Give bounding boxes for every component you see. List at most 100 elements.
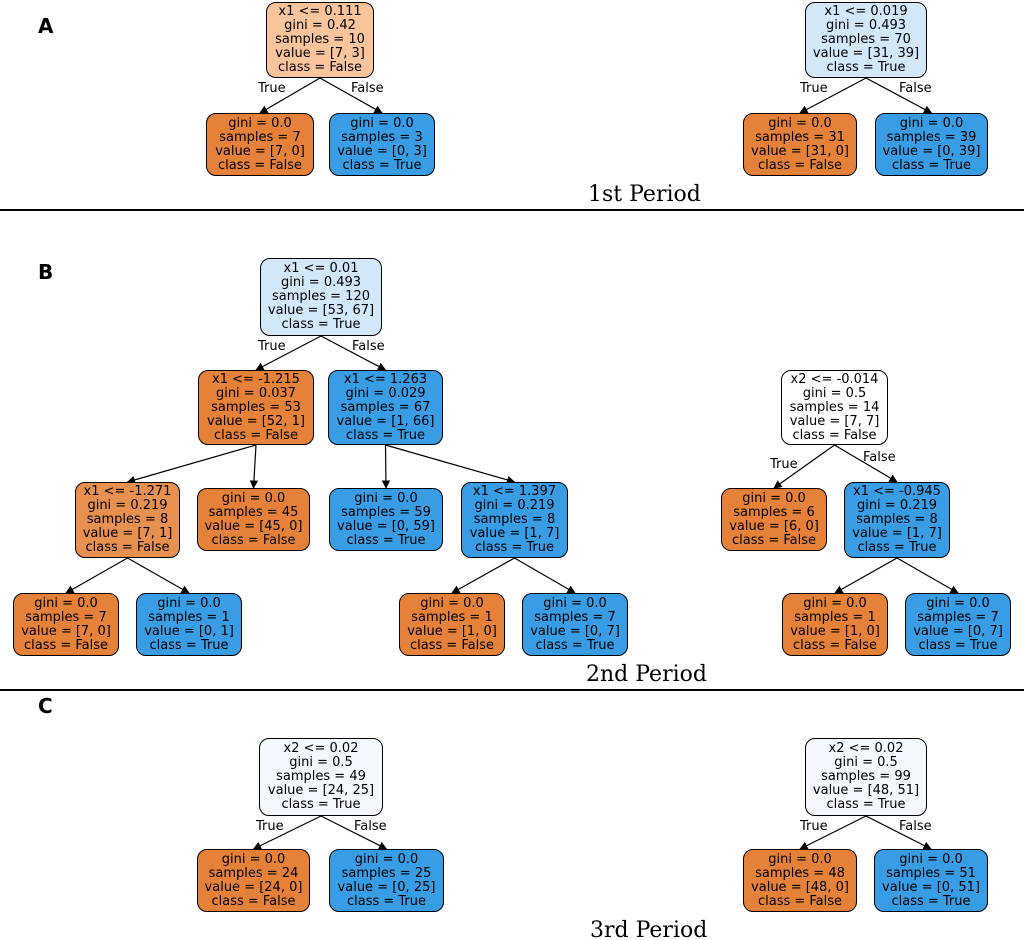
node-line: gini = 0.0 <box>543 595 607 611</box>
node-line: class = False <box>277 60 363 75</box>
node-line: value = [52, 1] <box>207 413 305 429</box>
node-line: gini = 0.5 <box>834 755 898 770</box>
node-line: class = True <box>826 797 906 812</box>
node-line: gini = 0.0 <box>354 851 419 867</box>
node-line: samples = 49 <box>276 769 366 784</box>
node-line: value = [0, 59] <box>337 518 435 534</box>
edge-a2-root-to-left <box>799 77 867 114</box>
node-line: samples = 67 <box>340 399 431 415</box>
node-line: x1 <= 1.397 <box>472 484 557 499</box>
node-line: gini = 0.0 <box>420 595 484 611</box>
node-line: value = [31, 0] <box>751 143 849 159</box>
edge-b1-r-to-rl <box>381 444 391 489</box>
node-line: samples = 99 <box>821 769 911 784</box>
node-line: value = [1, 7] <box>469 526 560 541</box>
node-line: samples = 1 <box>794 609 876 625</box>
node-line: gini = 0.0 <box>228 115 292 131</box>
node-line: samples = 31 <box>755 129 845 145</box>
edge-b1-ll-to-lll <box>65 557 128 594</box>
node-line: gini = 0.0 <box>768 115 832 131</box>
node-line: x1 <= 0.111 <box>278 4 362 19</box>
node-line: value = [0, 51] <box>882 879 980 895</box>
node-line: gini = 0.493 <box>280 275 362 290</box>
node-line: samples = 3 <box>341 129 423 145</box>
node-line: samples = 1 <box>148 609 230 625</box>
edge-label-true: True <box>770 457 798 472</box>
node-line: x1 <= 0.019 <box>824 4 908 19</box>
node-line: gini = 0.0 <box>768 851 832 867</box>
node-line: value = [7, 0] <box>21 623 111 639</box>
edge-b1-ll-to-llr <box>127 557 190 594</box>
node-line: gini = 0.0 <box>157 595 221 611</box>
edge-b1-l-to-ll <box>126 444 257 484</box>
edge-label-false: False <box>351 81 384 96</box>
node-line: value = [1, 0] <box>407 623 497 639</box>
node-line: class = False <box>409 637 495 653</box>
edge-b2-right-to-rl <box>834 557 898 594</box>
node-line: gini = 0.42 <box>284 18 356 33</box>
node-line: class = True <box>149 637 229 653</box>
node-line: class = True <box>346 532 426 548</box>
edge-b1-l-to-lr <box>249 444 259 489</box>
node-line: samples = 45 <box>208 504 299 520</box>
node-line: class = True <box>346 893 427 909</box>
edge-label-false: False <box>899 819 932 834</box>
node-line: x1 <= 1.263 <box>343 371 428 387</box>
node-line: samples = 51 <box>886 865 976 881</box>
node-line: samples = 59 <box>341 504 431 520</box>
node-line: class = False <box>211 532 296 548</box>
node-line: class = True <box>535 637 615 653</box>
edge-label-false: False <box>352 339 385 354</box>
node-line: class = True <box>891 893 971 909</box>
node-line: x2 <= 0.02 <box>828 741 904 756</box>
node-line: class = False <box>23 637 109 653</box>
node-line: value = [24, 25] <box>267 783 375 798</box>
node-line: class = False <box>211 893 296 909</box>
node-line: samples = 8 <box>86 512 169 527</box>
node-line: value = [31, 39] <box>812 46 920 61</box>
node-line: value = [1, 0] <box>790 623 880 639</box>
node-line: value = [1, 66] <box>336 413 435 429</box>
node-line: class = False <box>731 532 817 548</box>
period-label-2: 2nd Period <box>586 662 707 687</box>
node-line: value = [0, 25] <box>337 879 436 895</box>
edge-label-false: False <box>899 81 932 96</box>
edge-b1-r-to-rr <box>385 444 516 484</box>
node-line: samples = 14 <box>789 399 880 415</box>
node-line: samples = 53 <box>211 399 301 415</box>
node-line: class = False <box>792 637 878 653</box>
node-line: class = False <box>792 427 877 443</box>
node-line: class = False <box>217 157 303 173</box>
node-line: x1 <= -1.271 <box>83 484 172 499</box>
node-line: gini = 0.0 <box>221 490 286 506</box>
period-label-1: 1st Period <box>588 182 701 207</box>
panel-label-a: A <box>38 14 54 38</box>
node-line: value = [0, 7] <box>530 623 620 639</box>
node-line: gini = 0.029 <box>345 385 426 401</box>
node-line: x1 <= -0.945 <box>853 484 941 499</box>
node-line: gini = 0.0 <box>221 851 286 867</box>
edge-b1-root-to-r <box>320 335 387 371</box>
node-line: samples = 24 <box>208 865 299 881</box>
node-line: samples = 7 <box>219 129 301 145</box>
edge-label-true: True <box>800 81 828 96</box>
edge-a1-root-to-left <box>259 77 321 114</box>
node-line: class = True <box>342 157 422 173</box>
